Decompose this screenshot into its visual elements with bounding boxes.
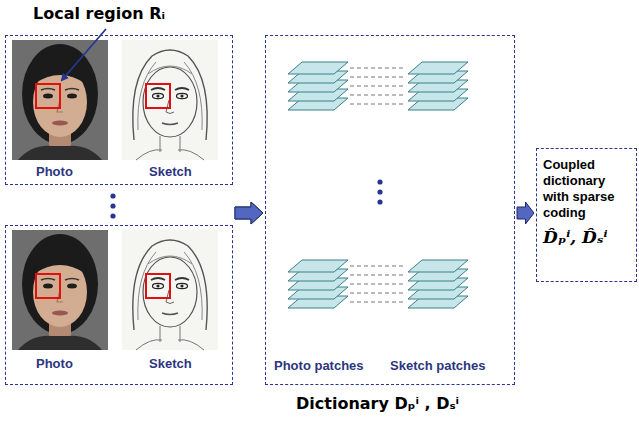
box-heading: Coupled dictionary with sparse coding: [543, 157, 633, 221]
block-arrow: [235, 202, 263, 224]
dashed-group-box: Coupled dictionary with sparse codingD̂ₚ…: [536, 148, 637, 282]
image-label: Photo: [36, 164, 73, 179]
dashed-group-box: Photo patchesSketch patchesDictionary Dₚ…: [265, 35, 515, 385]
image-label: Sketch: [149, 164, 192, 179]
callout-label: Local region Rᵢ: [33, 4, 165, 23]
image-label: Sketch: [149, 356, 192, 371]
image-label: Photo patches: [274, 358, 364, 373]
image-label: Sketch patches: [390, 358, 485, 373]
image-label: Photo: [36, 356, 73, 371]
dashed-group-box: Photo Sketch: [5, 35, 233, 185]
formula-text: D̂ₚⁱ, D̂ₛⁱ: [543, 227, 608, 247]
dashed-group-box: Photo Sketch: [5, 225, 233, 385]
block-arrow: [235, 202, 263, 224]
dictionary-caption: Dictionary Dₚⁱ , Dₛⁱ: [296, 394, 459, 413]
block-arrow: [517, 202, 534, 224]
